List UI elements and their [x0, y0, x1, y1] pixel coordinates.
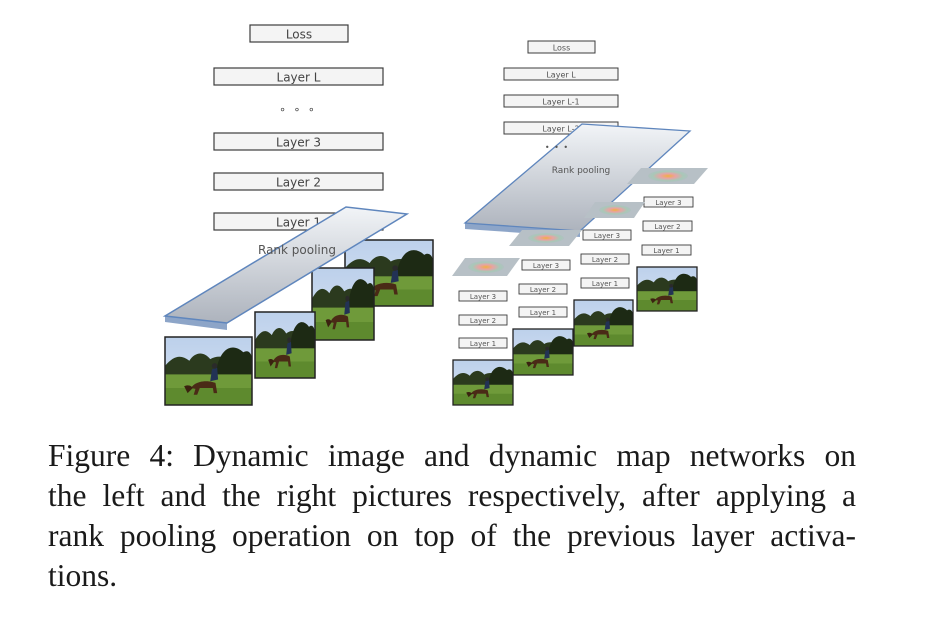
- right-column-4: Layer 3 Layer 2 Layer 1: [627, 168, 708, 312]
- left-layer-2-box: Layer 2: [213, 172, 384, 191]
- right-layer-l-box: Layer L: [503, 67, 619, 81]
- svg-text:Layer 1: Layer 1: [592, 280, 618, 288]
- right-col1-frame: [452, 359, 514, 406]
- caption-line-4: tions.: [48, 558, 118, 593]
- right-col3-heatmap: [584, 202, 645, 218]
- right-col1-layer-2: Layer 2: [458, 314, 508, 326]
- left-frame-2: [254, 311, 316, 379]
- left-layer-3-box: Layer 3: [213, 132, 384, 151]
- right-col4-layer-2: Layer 2: [642, 220, 693, 232]
- svg-text:Layer 2: Layer 2: [470, 317, 496, 325]
- svg-text:Layer L-2: Layer L-2: [542, 125, 579, 134]
- svg-text:Layer 3: Layer 3: [594, 232, 620, 240]
- right-col4-layer-1: Layer 1: [641, 244, 692, 256]
- caption-line-1: Figure 4: Dynamic image and dynamic map …: [48, 438, 856, 473]
- right-col4-layer-3: Layer 3: [643, 196, 694, 208]
- svg-text:Layer 3: Layer 3: [655, 199, 681, 207]
- left-network: Loss Layer L ∘ ∘ ∘ Layer 3 Layer 2 Layer…: [162, 24, 434, 406]
- right-col4-frame: [636, 266, 698, 312]
- svg-text:Layer 3: Layer 3: [470, 293, 496, 301]
- svg-text:Layer L: Layer L: [277, 71, 321, 85]
- left-frame-1: [164, 336, 253, 406]
- caption-line-3: rank pooling operation on top of the pre…: [48, 518, 856, 553]
- svg-text:Layer 2: Layer 2: [276, 176, 321, 190]
- caption-line-2: the left and the right pictures respecti…: [48, 478, 856, 513]
- right-network: Loss Layer L Layer L-1 Layer L-2 • • • R…: [452, 40, 708, 406]
- svg-text:Layer 1: Layer 1: [653, 247, 679, 255]
- left-frame-3: [311, 267, 375, 341]
- svg-text:Layer L-1: Layer L-1: [542, 98, 579, 107]
- svg-text:Loss: Loss: [286, 28, 312, 42]
- right-col3-layer-1: Layer 1: [580, 277, 630, 289]
- svg-text:Layer 2: Layer 2: [592, 256, 618, 264]
- svg-text:Layer 2: Layer 2: [654, 223, 680, 231]
- right-col1-heatmap: [452, 258, 520, 276]
- left-rank-pooling-plane: Rank pooling: [162, 206, 410, 330]
- svg-text:Layer 1: Layer 1: [276, 216, 321, 230]
- figure-caption: Figure 4: Dynamic image and dynamic map …: [48, 436, 856, 596]
- svg-text:Layer 3: Layer 3: [276, 136, 321, 150]
- right-ellipsis: • • •: [545, 143, 569, 152]
- right-col4-heatmap: [627, 168, 708, 184]
- right-col2-layer-3: Layer 3: [521, 259, 571, 271]
- left-loss-box: Loss: [249, 24, 349, 43]
- right-layer-l-minus-1-box: Layer L-1: [503, 94, 619, 108]
- svg-text:Loss: Loss: [553, 44, 571, 53]
- left-rank-pooling-label: Rank pooling: [258, 243, 336, 257]
- svg-text:Layer 3: Layer 3: [533, 262, 559, 270]
- right-col3-layer-3: Layer 3: [582, 229, 632, 241]
- right-column-3: Layer 3 Layer 2 Layer 1: [573, 202, 645, 347]
- right-column-2: Layer 3 Layer 2 Layer 1: [509, 230, 582, 376]
- left-layer-l-box: Layer L: [213, 67, 384, 86]
- right-col2-layer-1: Layer 1: [518, 306, 568, 318]
- right-col3-frame: [573, 299, 634, 347]
- right-col2-frame: [512, 328, 574, 376]
- svg-text:Layer 1: Layer 1: [470, 340, 496, 348]
- right-col2-heatmap: [509, 230, 582, 246]
- right-col3-layer-2: Layer 2: [580, 253, 630, 265]
- right-rank-pooling-label: Rank pooling: [552, 166, 611, 176]
- right-col1-layer-3: Layer 3: [458, 290, 508, 302]
- right-column-1: Layer 3 Layer 2 Layer 1: [452, 258, 520, 406]
- right-col2-layer-2: Layer 2: [518, 283, 568, 295]
- svg-text:Layer L: Layer L: [546, 71, 576, 80]
- figure-diagram: Loss Layer L ∘ ∘ ∘ Layer 3 Layer 2 Layer…: [162, 24, 708, 406]
- right-loss-box: Loss: [527, 40, 596, 54]
- svg-text:Layer 1: Layer 1: [530, 309, 556, 317]
- right-col1-layer-1: Layer 1: [458, 337, 508, 349]
- svg-text:Layer 2: Layer 2: [530, 286, 556, 294]
- left-ellipsis: ∘ ∘ ∘: [279, 103, 317, 116]
